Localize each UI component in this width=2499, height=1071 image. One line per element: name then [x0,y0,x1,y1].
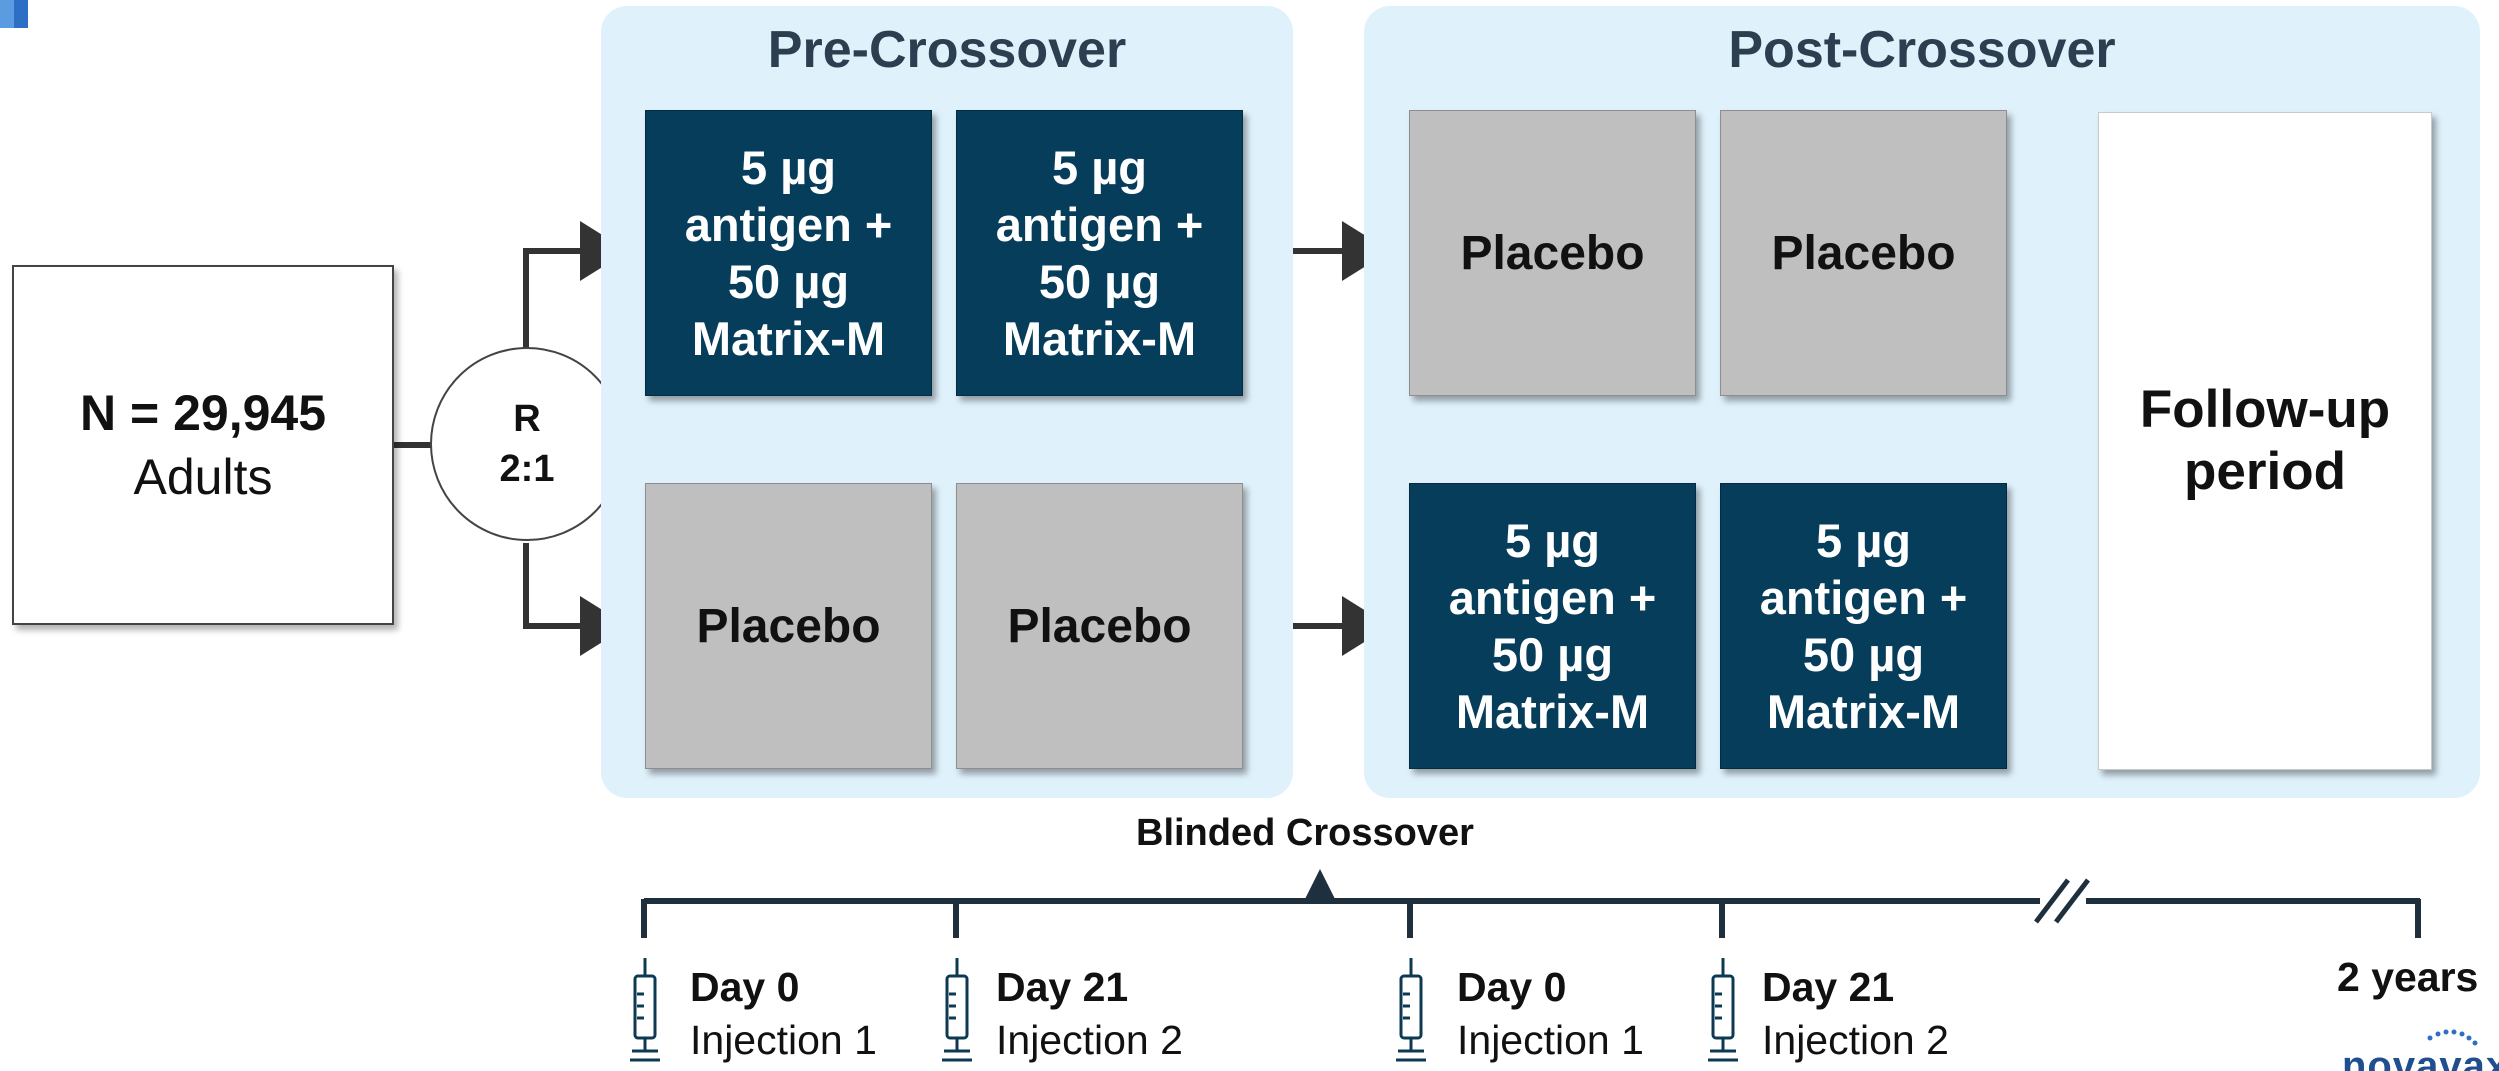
followup-line: Follow-up [2139,380,2391,439]
post-crossover-title: Post-Crossover [1728,21,2116,79]
end-label: 2 years [2337,954,2479,1000]
syringe-icon [1396,958,1426,1062]
tick-injection-label: Injection 2 [996,1017,1183,1063]
syringe-icon [630,958,660,1062]
tick-day-label: Day 0 [1457,964,1567,1010]
dose-line: Matrix-M [1455,685,1650,738]
tick-label-group: Day 21 Injection 2 [996,964,1183,1064]
randomization-label: R [513,398,541,440]
placebo-label: Placebo [1007,599,1192,653]
tick-label-group: Day 0 Injection 1 [690,964,877,1064]
corner-mark [0,0,30,30]
pre-vaccine-dose-2: 5 µg antigen + 50 µg Matrix-M [956,110,1243,396]
placebo-label: Placebo [1460,226,1645,280]
post-placebo-dose-1: Placebo [1409,110,1696,396]
dose-line: 50 µg [1038,255,1161,308]
tick-injection-label: Injection 1 [690,1017,877,1063]
logo-text: novavax [2342,1044,2499,1071]
followup-period-box: Follow-up period [2098,112,2432,770]
tick-day-label: Day 21 [1762,964,1895,1010]
timeline-break-mark [2034,878,2070,924]
dose-line: antigen + [1448,571,1657,624]
placebo-label: Placebo [696,599,881,653]
randomization-ratio: 2:1 [499,448,555,490]
syringe-icon [942,958,972,1062]
dose-line: Matrix-M [1002,312,1197,365]
placebo-label: Placebo [1771,226,1956,280]
blinded-crossover-label: Blinded Crossover [1136,812,1474,854]
syringe-icon [1708,958,1738,1062]
dose-line: 5 µg [1816,514,1911,567]
dose-line: Matrix-M [1766,685,1961,738]
crossover-marker [1304,869,1336,901]
tick-day-label: Day 0 [690,964,800,1010]
post-vaccine-dose-1: 5 µg antigen + 50 µg Matrix-M [1409,483,1696,769]
dose-line: 5 µg [1052,141,1147,194]
dose-line: 5 µg [1505,514,1600,567]
pre-placebo-dose-1: Placebo [645,483,932,769]
tick-label-group: Day 0 Injection 1 [1457,964,1644,1064]
timeline-break-mark [2054,878,2090,924]
post-placebo-dose-2: Placebo [1720,110,2007,396]
tick-day-label: Day 21 [996,964,1129,1010]
dose-line: antigen + [995,198,1204,251]
enrollment-box: N = 29,945 Adults [12,265,394,625]
tick-injection-label: Injection 2 [1762,1017,1949,1063]
dose-line: 5 µg [741,141,836,194]
dose-line: 50 µg [1802,628,1925,681]
randomization-circle: R 2:1 [430,347,624,541]
arrow-to-vaccine-arm [523,221,628,350]
enrollment-population: Adults [133,449,273,505]
dose-line: antigen + [684,198,893,251]
dose-line: Matrix-M [691,312,886,365]
arrow-to-placebo-arm [523,543,628,656]
dose-line: 50 µg [727,255,850,308]
tick-label-group: Day 21 Injection 2 [1762,964,1949,1064]
dose-line: antigen + [1759,571,1968,624]
pre-crossover-title: Pre-Crossover [767,21,1127,79]
dose-line: 50 µg [1491,628,1614,681]
enrollment-count: N = 29,945 [79,385,327,441]
pre-vaccine-dose-1: 5 µg antigen + 50 µg Matrix-M [645,110,932,396]
company-logo: novavax [2338,1026,2499,1071]
pre-placebo-dose-2: Placebo [956,483,1243,769]
followup-line: period [2184,442,2346,501]
tick-injection-label: Injection 1 [1457,1017,1644,1063]
logo-dots [2427,1029,2478,1046]
post-vaccine-dose-2: 5 µg antigen + 50 µg Matrix-M [1720,483,2007,769]
